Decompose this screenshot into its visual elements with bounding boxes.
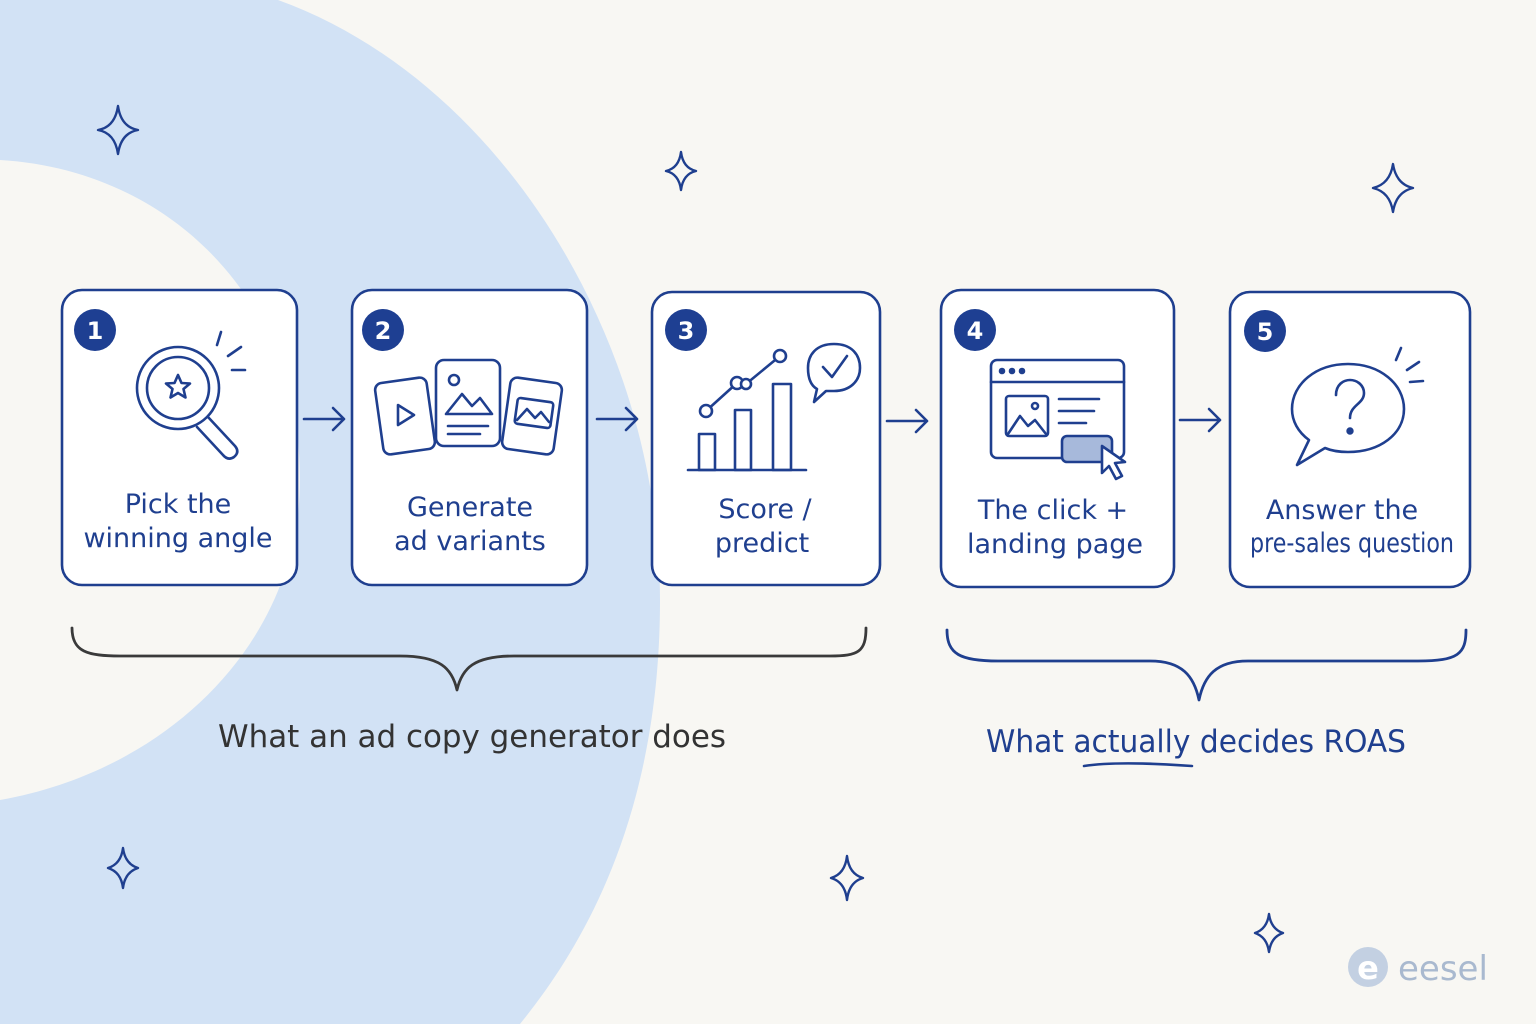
step-label-line-1: Generate xyxy=(407,492,533,523)
step-card-5: 5 Answer the pre-sales question xyxy=(1228,290,1472,589)
left-group-label: What an ad copy generator does xyxy=(218,719,726,755)
sparkle-icons xyxy=(96,104,1415,954)
flow-arrows xyxy=(302,406,1222,434)
arrow-right-icon xyxy=(302,406,346,432)
step-label-line-1: The click + xyxy=(977,495,1128,526)
browser-cursor-icon xyxy=(989,358,1127,481)
step-label-line-2: winning angle xyxy=(83,523,272,554)
sparkle-icon xyxy=(1371,162,1415,214)
right-group-label-prefix: What xyxy=(986,724,1073,760)
sparkle-icon xyxy=(106,846,140,890)
step-label-line-2: pre-sales question xyxy=(1250,528,1454,559)
step-label-line-1: Pick the xyxy=(125,489,232,520)
arrow-right-icon xyxy=(595,406,639,432)
step-card-3: 3 Score / predict xyxy=(650,290,882,587)
question-bubble-icon xyxy=(1290,346,1425,467)
brand-name: eesel xyxy=(1398,949,1488,989)
step-number: 5 xyxy=(1257,318,1274,346)
sparkle-icon xyxy=(96,104,140,156)
step-number-badge xyxy=(1244,310,1286,352)
right-group-label-suffix: decides ROAS xyxy=(1190,724,1406,760)
step-card-4: 4 The click + landing page xyxy=(939,288,1176,589)
step-label-line-1: Answer the xyxy=(1266,495,1418,526)
background-arc xyxy=(0,0,660,1024)
step-number-badge xyxy=(362,309,404,351)
brand-logo: e eesel xyxy=(1348,947,1488,989)
step-number-badge xyxy=(954,309,996,351)
emphasis-underline xyxy=(1082,762,1194,768)
brand-logo-letter: e xyxy=(1357,949,1379,987)
left-group-brace xyxy=(70,626,868,692)
right-group-label-emphasis: actually xyxy=(1073,724,1190,760)
step-number-badge xyxy=(74,309,116,351)
arrow-right-icon xyxy=(885,408,929,434)
sparkle-icon xyxy=(829,854,865,902)
step-label-line-2: landing page xyxy=(967,529,1143,560)
brand-logo-mark xyxy=(1348,947,1388,987)
step-number: 2 xyxy=(375,317,392,345)
bar-chart-check-icon xyxy=(686,342,862,472)
step-label-line-1: Score / xyxy=(718,494,812,525)
ad-cards-icon xyxy=(373,358,564,456)
step-number: 4 xyxy=(967,317,984,345)
step-card-1: 1 Pick the winning angle xyxy=(60,288,299,587)
step-label-line-2: ad variants xyxy=(394,526,546,557)
right-group-brace xyxy=(945,628,1468,702)
step-card-2: 2 Generate ad variants xyxy=(350,288,589,587)
arrow-right-icon xyxy=(1178,407,1222,433)
step-number-badge xyxy=(665,309,707,351)
magnifier-star-icon xyxy=(135,330,247,460)
right-group-label: What actually decides ROAS xyxy=(986,724,1406,760)
sparkle-icon xyxy=(664,150,698,192)
step-number: 3 xyxy=(678,317,695,345)
sparkle-icon xyxy=(1253,912,1285,954)
step-label-line-2: predict xyxy=(715,528,809,559)
step-number: 1 xyxy=(87,317,104,345)
